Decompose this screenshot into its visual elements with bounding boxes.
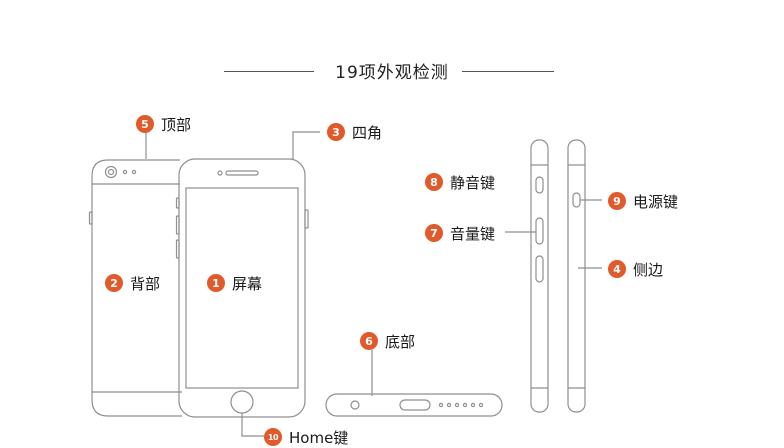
callout-screen: 1 屏幕 — [207, 273, 262, 293]
callout-mute-switch: 8 静音键 — [425, 172, 495, 192]
callout-label: 底部 — [385, 332, 416, 351]
callout-label: 侧边 — [633, 260, 664, 279]
callout-number: 4 — [608, 260, 626, 278]
callout-number: 9 — [608, 192, 626, 210]
callout-number: 10 — [264, 428, 282, 446]
phone-left-side-outline-icon — [530, 139, 549, 413]
callout-label: 音量键 — [450, 224, 496, 243]
diagram-title: 19项外观检测 — [335, 63, 449, 83]
callout-home-button: 10 Home键 — [264, 427, 348, 447]
callout-volume-button: 7 音量键 — [425, 223, 495, 243]
callout-label: 屏幕 — [232, 274, 263, 293]
callout-number: 6 — [360, 332, 378, 350]
title-rule-left — [224, 71, 314, 72]
leader-lines — [145, 131, 602, 437]
callout-number: 8 — [425, 173, 443, 191]
callout-back: 2 背部 — [105, 273, 160, 293]
callout-number: 3 — [327, 123, 345, 141]
callout-top: 5 顶部 — [136, 114, 191, 134]
callout-corners: 3 四角 — [327, 122, 382, 142]
callout-number: 1 — [207, 274, 225, 292]
title-rule-right — [462, 71, 554, 72]
callout-number: 5 — [136, 115, 154, 133]
callout-bottom: 6 底部 — [360, 331, 415, 351]
phone-right-side-outline-icon — [567, 139, 586, 413]
callout-label: 背部 — [130, 274, 161, 293]
callout-label: 顶部 — [161, 115, 192, 134]
callout-label: 静音键 — [450, 173, 496, 192]
callout-sides: 4 侧边 — [608, 259, 663, 279]
callout-power-button: 9 电源键 — [608, 191, 678, 211]
callout-number: 7 — [425, 224, 443, 242]
callout-number: 2 — [105, 274, 123, 292]
callout-label: 电源键 — [633, 192, 679, 211]
phone-back-outline-icon — [88, 159, 182, 417]
phone-bottom-edge-outline-icon — [325, 393, 503, 417]
callout-label: Home键 — [289, 428, 349, 447]
callout-label: 四角 — [352, 123, 383, 142]
